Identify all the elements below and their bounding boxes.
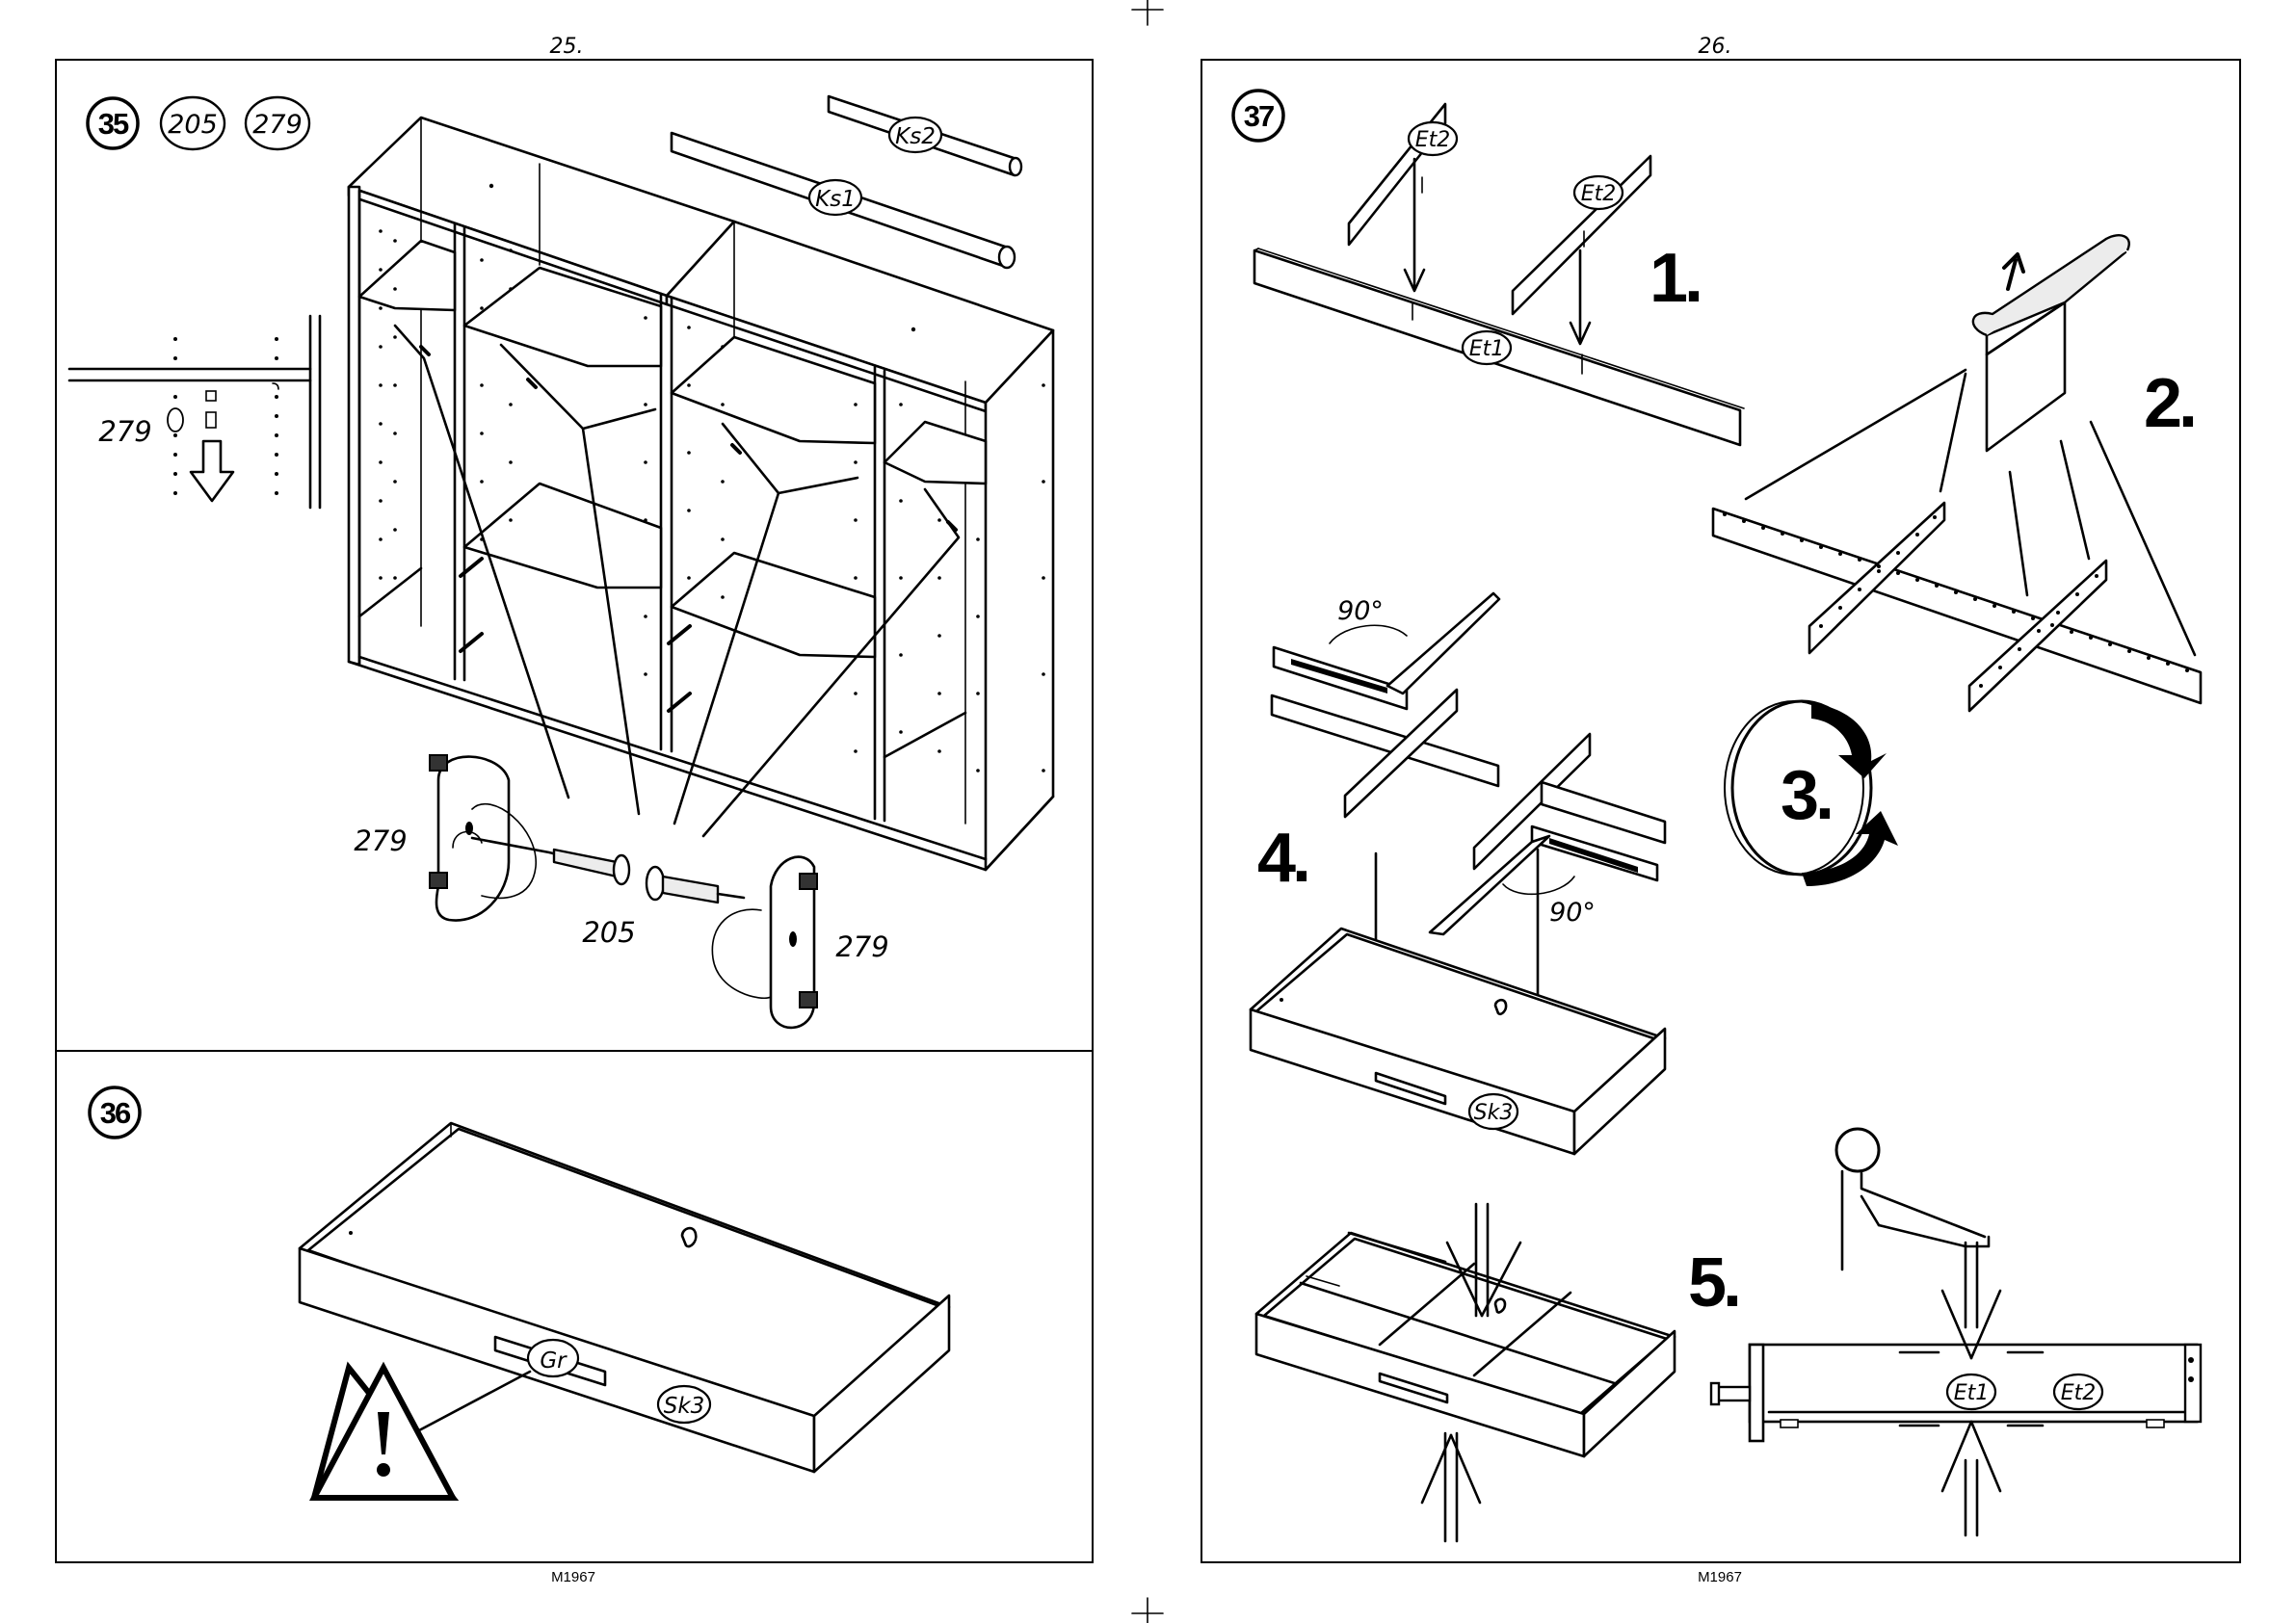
- callout-sk3-step4: Sk3: [1474, 1101, 1514, 1125]
- connector-fitting-left: [430, 755, 536, 921]
- label-279-detail: 279: [98, 415, 151, 448]
- step-37-number: 37: [1244, 99, 1274, 133]
- step-37: 37 Et2 Et2 Et1 1.: [1233, 91, 2201, 1541]
- felt-strips-step2: [1713, 235, 2201, 711]
- callout-gr: Gr: [540, 1348, 567, 1374]
- substep-2: 2.: [2144, 365, 2194, 442]
- step-36-number: 36: [100, 1096, 131, 1130]
- substep-3: 3.: [1781, 757, 1831, 834]
- drawer-with-dividers: [1256, 1204, 1675, 1541]
- page-number-right: 26.: [1699, 35, 1732, 59]
- callout-et1-a: Et1: [1469, 337, 1505, 361]
- angle-90-top: 90°: [1337, 596, 1384, 626]
- step-35: 35 205 279: [69, 96, 1053, 1028]
- footer-left: M1967: [551, 1569, 595, 1585]
- connector-fitting-right: [712, 857, 817, 1028]
- footer-right: M1967: [1698, 1569, 1742, 1585]
- label-279-a: 279: [354, 825, 407, 857]
- side-detail: [69, 316, 320, 508]
- callout-et2-a: Et2: [1415, 128, 1451, 152]
- part-205-badge: 205: [168, 110, 218, 140]
- page-number-left: 25.: [550, 35, 584, 59]
- step-36: 36 Gr Sk3: [90, 1087, 949, 1498]
- down-arrow-icon: [191, 441, 233, 501]
- callout-ks2: Ks2: [895, 124, 936, 149]
- substep-1: 1.: [1649, 240, 1700, 317]
- part-279-badge: 279: [252, 110, 303, 140]
- label-205: 205: [582, 916, 635, 949]
- callout-et2-c: Et2: [2061, 1381, 2097, 1405]
- drawer-step4: [1251, 929, 1665, 1154]
- callout-et2-b: Et2: [1581, 182, 1617, 206]
- angle-90-bottom: 90°: [1549, 898, 1596, 928]
- warning-triangle-icon: [314, 1368, 453, 1498]
- crop-marks: [1132, 0, 1163, 1623]
- callout-ks1: Ks1: [815, 187, 856, 212]
- step-35-number: 35: [98, 107, 129, 141]
- substep-4: 4.: [1257, 820, 1307, 897]
- callout-et1-b: Et1: [1954, 1381, 1990, 1405]
- screw-right: [647, 867, 744, 903]
- label-279-b: 279: [835, 930, 888, 963]
- callout-sk3: Sk3: [664, 1394, 705, 1419]
- substep-5: 5.: [1688, 1244, 1738, 1322]
